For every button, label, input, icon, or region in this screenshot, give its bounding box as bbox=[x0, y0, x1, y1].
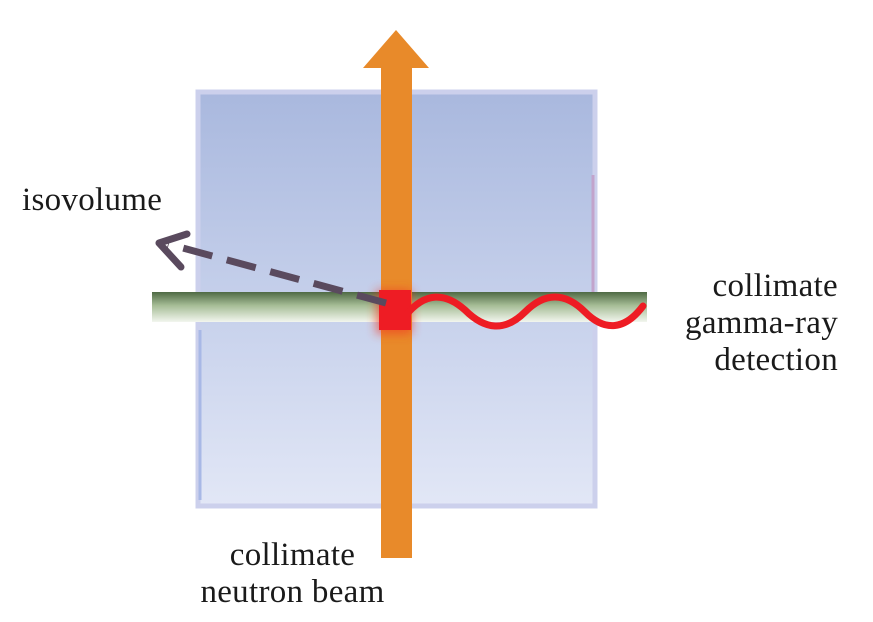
isovolume-pointer-head bbox=[155, 230, 191, 271]
neutron-beam-line-2: neutron beam bbox=[200, 574, 385, 610]
gamma-detection-line-2: gamma-ray bbox=[685, 305, 838, 341]
gamma-detection-line-1: collimate bbox=[712, 268, 838, 304]
isovolume-pointer-line bbox=[167, 240, 387, 307]
isovolume-spot bbox=[379, 290, 411, 330]
isovolume-label: isovolume bbox=[22, 182, 163, 218]
gamma-ray-wave bbox=[402, 293, 647, 330]
gamma-detection-line-3: detection bbox=[714, 342, 838, 378]
gamma-detection-label: collimate gamma-ray detection bbox=[620, 268, 838, 379]
neutron-beam-arrowhead bbox=[363, 30, 429, 68]
neutron-beam-line-1: collimate bbox=[229, 537, 356, 573]
neutron-beam-label: collimate neutron beam bbox=[190, 537, 395, 611]
